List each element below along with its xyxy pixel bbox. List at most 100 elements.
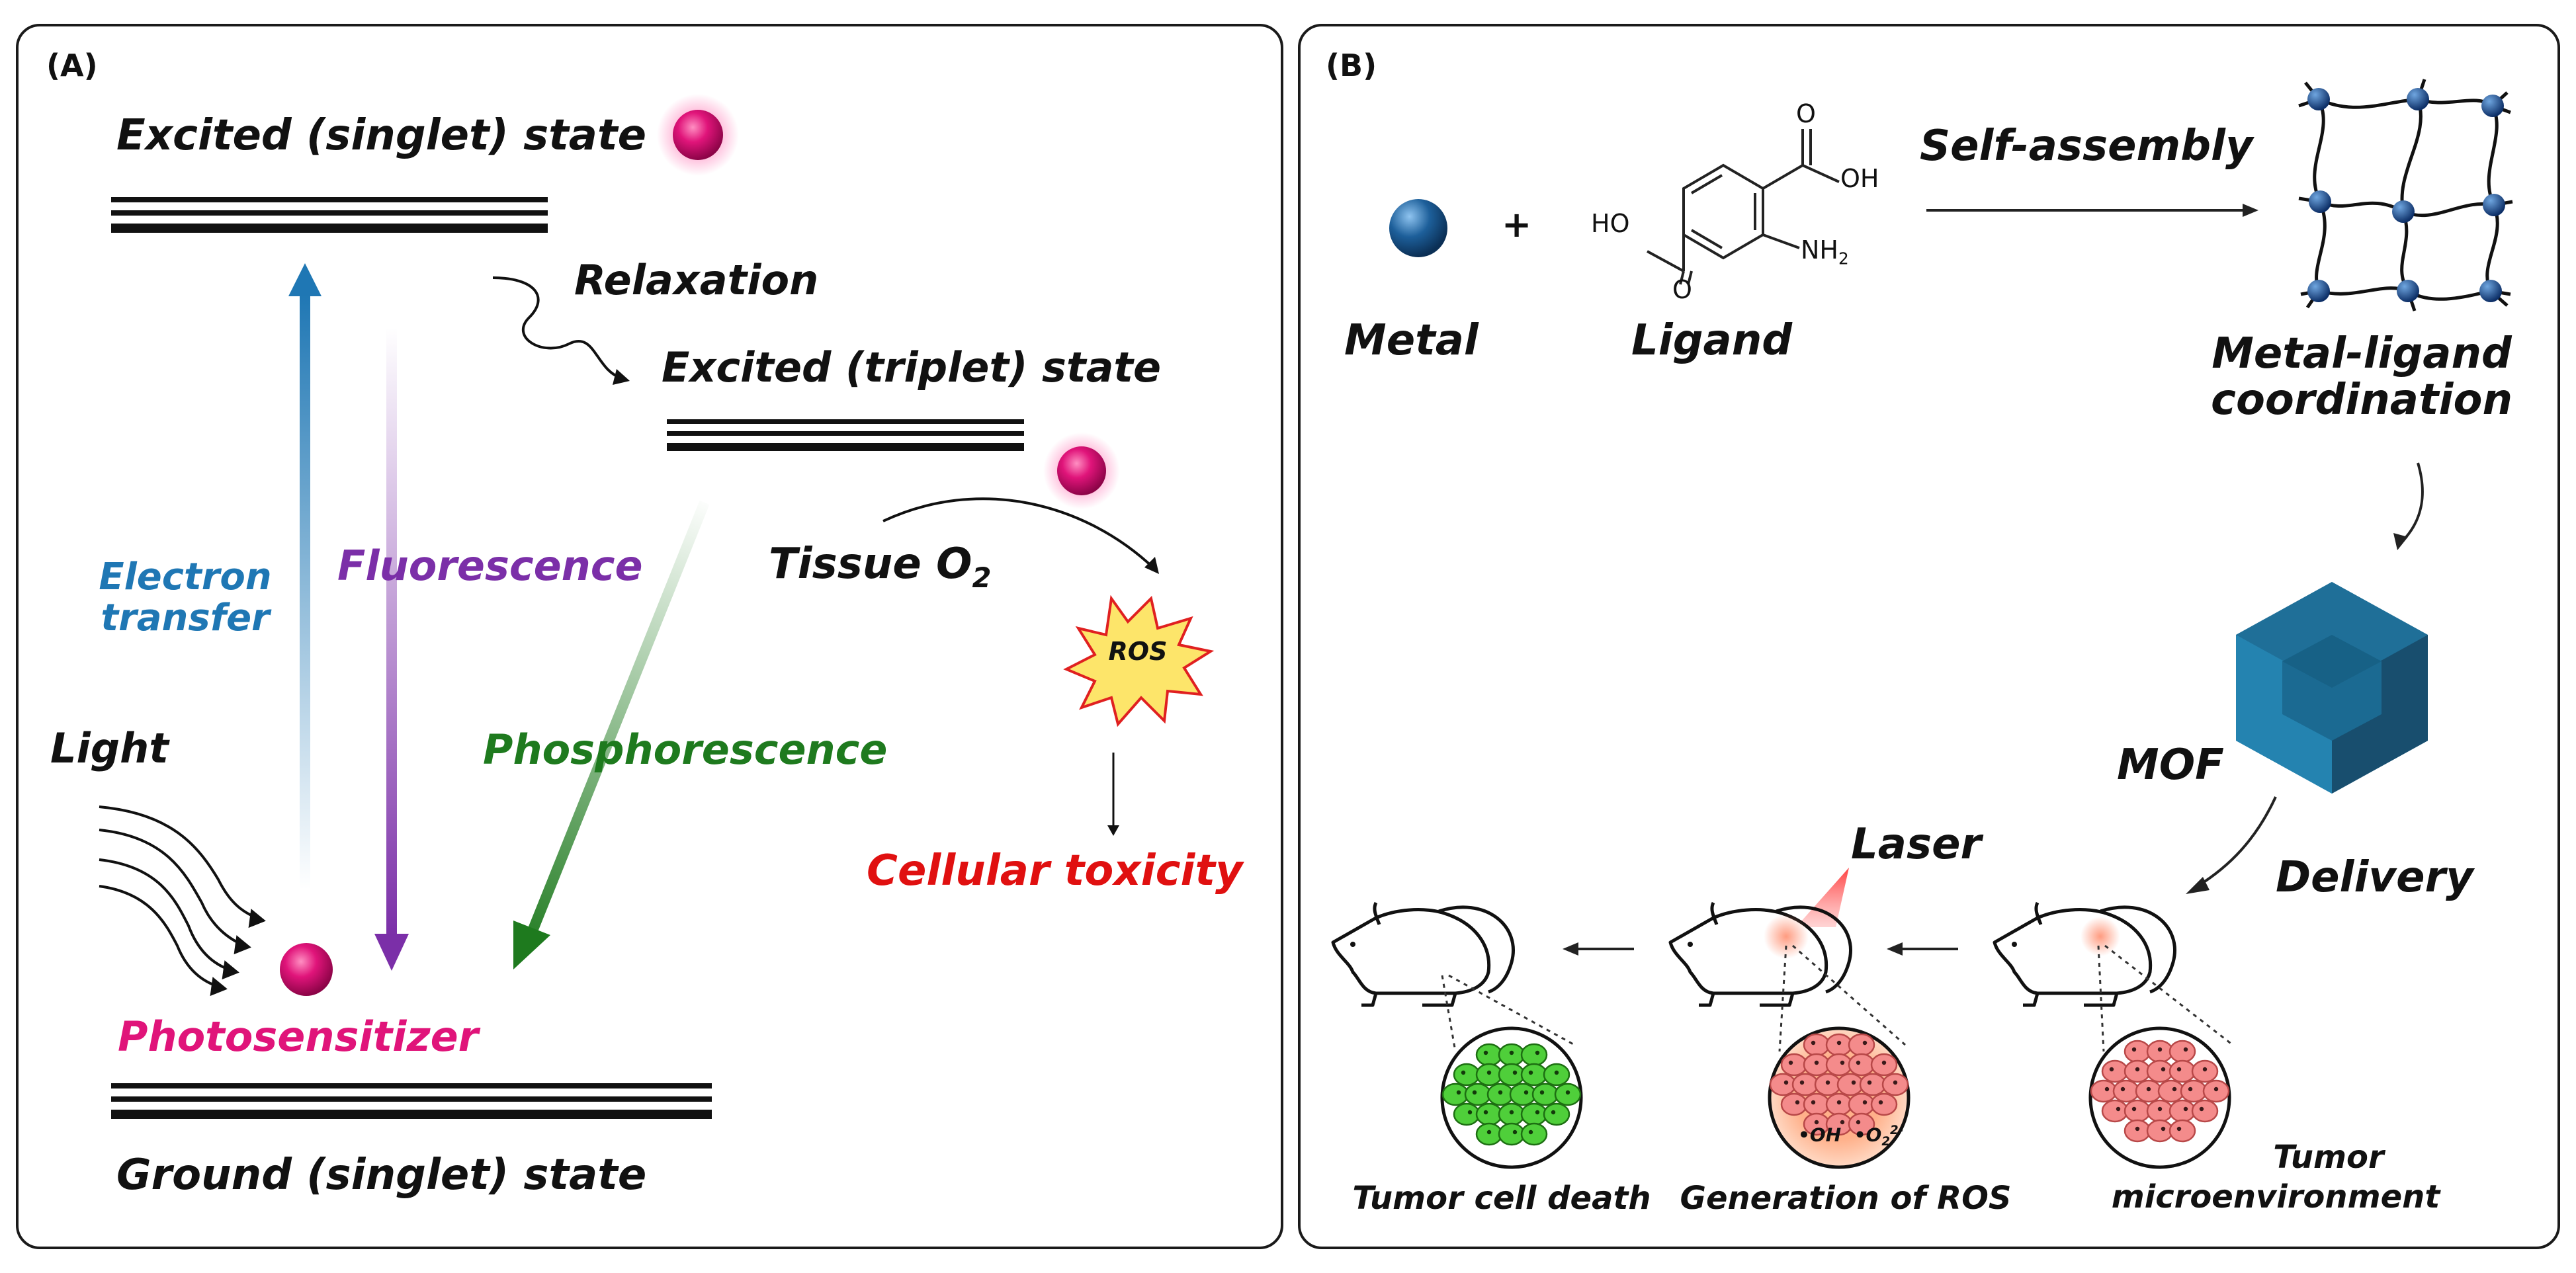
cell-nucleus (2131, 1106, 2137, 1112)
cell (1498, 1122, 1525, 1146)
excited-singlet-label: Excited (singlet) state (116, 111, 646, 160)
cell-nucleus (2188, 1087, 2193, 1092)
cell-nucleus (1509, 1110, 1514, 1115)
panel-b-label: (B) (1326, 48, 1377, 83)
cell-nucleus (2131, 1047, 2137, 1052)
caption-death: Tumor cell death (1352, 1180, 1651, 1217)
cell (1441, 1083, 1469, 1106)
cell (2157, 1079, 2185, 1103)
cell-nucleus (1483, 1110, 1488, 1115)
cell-nucleus (1836, 1040, 1842, 1046)
cell-nucleus (1498, 1090, 1503, 1095)
ground-singlet-label: Ground (singlet) state (116, 1151, 647, 1200)
cell-nucleus (1811, 1100, 1816, 1105)
cell-nucleus (1893, 1080, 1898, 1085)
cell-nucleus (2146, 1087, 2151, 1092)
cell-nucleus (1795, 1100, 1800, 1105)
fluorescence-arrow (374, 327, 409, 971)
tumor-cells (2090, 1040, 2230, 1143)
ground-singlet-level (111, 1083, 712, 1119)
excited-singlet-level (111, 197, 548, 233)
cell (1520, 1102, 1548, 1126)
cell (2180, 1079, 2208, 1103)
tissue-o2-arrow (882, 497, 1156, 570)
delivery-arrow (2196, 796, 2277, 887)
cell-nucleus (1565, 1090, 1570, 1095)
light-arrows (99, 805, 266, 997)
cell-nucleus (1509, 1050, 1514, 1055)
cell (1848, 1053, 1875, 1077)
ligand-ho-left: HO (1591, 209, 1630, 238)
cell-nucleus (2213, 1087, 2219, 1092)
cell-nucleus (2161, 1067, 2166, 1072)
cell-nucleus (2157, 1106, 2163, 1112)
ros-cells (1769, 1033, 1909, 1136)
plus-sign: + (1502, 204, 1532, 245)
cell (2191, 1099, 2219, 1123)
cell (1803, 1092, 1830, 1116)
cell-nucleus (1486, 1129, 1492, 1135)
cell-nucleus (2135, 1067, 2140, 1072)
ligand-o-bottom: O (1672, 275, 1692, 304)
delivery-label: Delivery (2276, 853, 2473, 902)
laser-beam (1796, 868, 1849, 927)
cell-nucleus (1799, 1080, 1805, 1085)
laser-label: Laser (1851, 820, 1982, 869)
ligand-label: Ligand (1631, 316, 1793, 365)
cell-nucleus (1856, 1060, 1861, 1065)
cell-nucleus (2157, 1047, 2163, 1052)
cell (1848, 1092, 1875, 1116)
cell-nucleus (1811, 1040, 1816, 1046)
ros-burst (1063, 595, 1215, 727)
self-assembly-label: Self-assembly (1920, 122, 2253, 171)
cell (2090, 1079, 2118, 1103)
phosphorescence-label: Phosphorescence (483, 725, 888, 774)
cell-nucleus (1814, 1060, 1819, 1065)
photosensitizer-ball (280, 943, 333, 996)
cell (1498, 1063, 1525, 1087)
cell-nucleus (2183, 1106, 2188, 1112)
excited-triplet-label: Excited (triplet) state (662, 343, 1162, 391)
ligand-o-top: O (1796, 99, 1816, 128)
cell-nucleus (2183, 1047, 2188, 1052)
cell (1520, 1043, 1548, 1067)
cell-nucleus (2104, 1087, 2110, 1092)
cell (1453, 1102, 1481, 1126)
cell-nucleus (2161, 1126, 2166, 1131)
cell-nucleus (1867, 1080, 1872, 1085)
cell-nucleus (1456, 1090, 1461, 1095)
cell (1791, 1073, 1819, 1096)
cell (2168, 1119, 2196, 1143)
cell-nucleus (2135, 1126, 2140, 1131)
cell (2168, 1059, 2196, 1083)
light-label: Light (50, 724, 169, 772)
cell (1531, 1083, 1559, 1106)
cell (2101, 1099, 2129, 1123)
cell-nucleus (1814, 1120, 1819, 1125)
cell (2168, 1099, 2196, 1123)
ligand-structure (1647, 129, 1840, 285)
cell-nucleus (1512, 1070, 1518, 1075)
relaxation-label: Relaxation (574, 256, 819, 304)
cell-nucleus (1512, 1129, 1518, 1135)
cell-nucleus (1535, 1110, 1540, 1115)
dead-cells (1441, 1043, 1582, 1146)
framework-network (2298, 79, 2513, 311)
cell-nucleus (1539, 1090, 1545, 1095)
cell-nucleus (1486, 1070, 1492, 1075)
cell (1780, 1053, 1808, 1077)
cell-nucleus (2176, 1126, 2182, 1131)
cell-nucleus (2202, 1067, 2208, 1072)
cell-nucleus (1551, 1110, 1556, 1115)
cell (1520, 1063, 1548, 1087)
caption-ros: Generation of ROS (1680, 1180, 2012, 1217)
cell (2124, 1099, 2151, 1123)
cell (2112, 1079, 2140, 1103)
ligand-oh-top: OH (1840, 164, 1879, 193)
triplet-electron-ball (1043, 432, 1120, 509)
cell (2101, 1059, 2129, 1083)
metal-icon (1389, 199, 1447, 257)
cell-nucleus (1836, 1100, 1842, 1105)
